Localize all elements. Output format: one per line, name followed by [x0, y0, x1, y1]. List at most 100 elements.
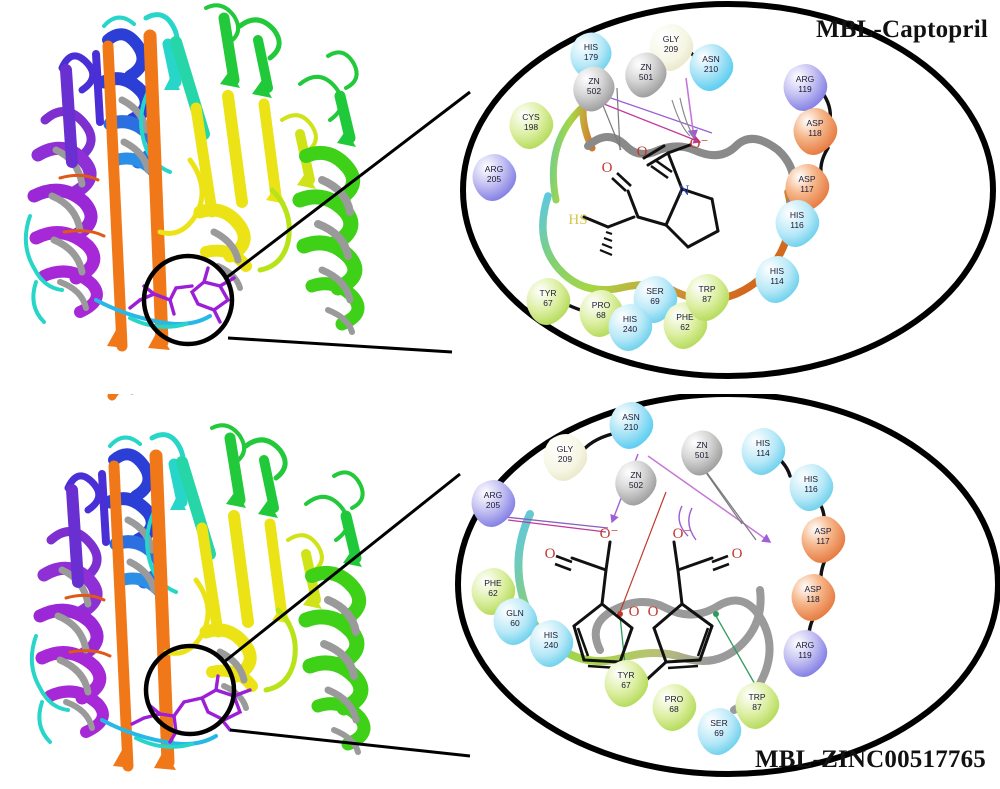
svg-text:198: 198	[524, 122, 538, 132]
solvent-exposure-contour-top	[584, 133, 798, 210]
residue-badge-arg205[interactable]: ARG 205	[472, 153, 517, 202]
svg-text:HIS: HIS	[804, 474, 819, 484]
atom-label-n1: N	[679, 183, 690, 199]
svg-text:ASN: ASN	[622, 412, 639, 422]
interaction-lines-top	[599, 77, 713, 151]
svg-text:116: 116	[804, 484, 818, 494]
svg-text:62: 62	[488, 588, 498, 598]
svg-text:60: 60	[510, 618, 520, 628]
svg-text:HIS: HIS	[544, 630, 559, 640]
residue-badge-his116-bottom[interactable]: HIS 116	[789, 463, 834, 512]
atom-label-o6-bottom: O	[732, 546, 743, 562]
zoom-ellipse-bottom	[455, 394, 1000, 777]
svg-text:240: 240	[544, 640, 558, 650]
interaction-diagram-top: O O⁻ O N HS HIS 179	[460, 1, 996, 379]
atom-label-o2-bottom: O	[545, 546, 556, 562]
residue-badge-his116[interactable]: HIS 116	[775, 199, 820, 248]
svg-text:ASN: ASN	[702, 54, 719, 64]
svg-text:TRP: TRP	[699, 284, 716, 294]
residue-badges-top: HIS 179 GLY 209 ASN 210 ZN 501	[472, 23, 838, 352]
svg-text:119: 119	[798, 650, 812, 660]
residue-badge-gly209[interactable]: GLY 209	[649, 23, 694, 72]
panel-title-bottom: MBL-ZINC00517765	[755, 746, 986, 773]
svg-text:205: 205	[487, 174, 501, 184]
residue-badge-zn502-bottom[interactable]: ZN 502	[615, 460, 657, 506]
residue-badge-gln60-bottom[interactable]: GLN 60	[493, 597, 538, 646]
residue-badge-trp87[interactable]: TRP 87	[685, 273, 730, 322]
svg-text:116: 116	[790, 220, 804, 230]
residue-badge-his240-bottom[interactable]: HIS 240	[529, 619, 574, 668]
svg-text:CYS: CYS	[522, 112, 540, 122]
svg-text:PHE: PHE	[484, 578, 502, 588]
svg-text:87: 87	[702, 294, 712, 304]
svg-text:119: 119	[798, 84, 812, 94]
atom-label-o1: O	[637, 144, 648, 160]
residue-badge-asp117-bottom[interactable]: ASP 117	[801, 515, 846, 564]
residue-badge-zn501[interactable]: ZN 501	[625, 52, 667, 98]
interaction-diagram-bottom: O⁻ O O O O⁻ O ASN 210	[455, 394, 1000, 777]
svg-text:210: 210	[704, 64, 718, 74]
svg-text:GLN: GLN	[506, 608, 523, 618]
svg-text:ARG: ARG	[796, 640, 814, 650]
residue-badge-zn502[interactable]: ZN 502	[573, 66, 615, 112]
residue-badge-tyr67-bottom[interactable]: TYR 67	[604, 659, 649, 708]
residue-badge-zn501-bottom[interactable]: ZN 501	[681, 430, 723, 476]
svg-text:67: 67	[543, 298, 553, 308]
svg-text:114: 114	[756, 448, 770, 458]
svg-text:62: 62	[680, 322, 690, 332]
residue-badge-his114-bottom[interactable]: HIS 114	[741, 427, 786, 476]
svg-text:209: 209	[558, 454, 572, 464]
atom-label-o5-bottom: O⁻	[673, 526, 692, 542]
residue-badge-trp87-bottom[interactable]: TRP 87	[735, 681, 780, 730]
residue-badge-tyr67[interactable]: TYR 67	[526, 277, 571, 326]
residue-badge-gly209-bottom[interactable]: GLY 209	[543, 433, 588, 482]
residue-badge-arg119[interactable]: ARG 119	[783, 63, 828, 112]
residue-badge-ser69-bottom[interactable]: SER 69	[697, 707, 742, 756]
svg-text:ZN: ZN	[696, 440, 707, 450]
residue-badge-arg119-bottom[interactable]: ARG 119	[783, 629, 828, 678]
svg-text:PRO: PRO	[665, 694, 684, 704]
residue-badge-asn210-bottom[interactable]: ASN 210	[609, 401, 654, 450]
svg-text:ARG: ARG	[484, 490, 502, 500]
svg-text:HIS: HIS	[790, 210, 805, 220]
svg-text:TYR: TYR	[540, 288, 557, 298]
atom-label-hs: HS	[568, 212, 587, 228]
residue-badge-arg205-bottom[interactable]: ARG 205	[471, 479, 516, 528]
svg-text:TRP: TRP	[749, 692, 766, 702]
svg-text:ASP: ASP	[798, 174, 815, 184]
atom-label-o1-bottom: O⁻	[600, 526, 619, 542]
svg-text:210: 210	[624, 422, 638, 432]
residue-badge-asn210[interactable]: ASN 210	[689, 43, 734, 92]
svg-text:502: 502	[629, 480, 643, 490]
svg-text:ZN: ZN	[588, 76, 599, 86]
svg-text:ASP: ASP	[804, 584, 821, 594]
double-bonds-bottom	[554, 554, 730, 670]
svg-text:68: 68	[669, 704, 679, 714]
residue-badge-asp117[interactable]: ASP 117	[785, 163, 830, 212]
residue-badge-his179[interactable]: HIS 179	[570, 32, 612, 78]
svg-text:ASP: ASP	[814, 526, 831, 536]
residue-badge-his114[interactable]: HIS 114	[755, 255, 800, 304]
residue-badge-asp118[interactable]: ASP 118	[793, 107, 838, 156]
solvent-exposure-contour-bottom	[591, 596, 774, 714]
residue-badge-asp118-bottom[interactable]: ASP 118	[791, 573, 836, 622]
svg-text:ZN: ZN	[640, 62, 651, 72]
svg-text:SER: SER	[710, 718, 727, 728]
svg-text:117: 117	[816, 536, 830, 546]
atom-label-o2: O⁻	[690, 136, 709, 152]
protein-structure-bottom	[0, 394, 471, 788]
svg-text:GLY: GLY	[663, 34, 680, 44]
svg-text:TYR: TYR	[618, 670, 635, 680]
residue-badge-pro68-bottom[interactable]: PRO 68	[652, 683, 697, 732]
svg-text:PHE: PHE	[676, 312, 694, 322]
svg-text:501: 501	[639, 72, 653, 82]
svg-text:GLY: GLY	[557, 444, 574, 454]
svg-text:HIS: HIS	[770, 266, 785, 276]
svg-text:ZN: ZN	[630, 470, 641, 480]
svg-text:205: 205	[486, 500, 500, 510]
residue-badges-bottom: ASN 210 GLY 209 ZN 501 ZN 502	[471, 401, 846, 756]
svg-text:69: 69	[714, 728, 724, 738]
svg-text:ASP: ASP	[806, 118, 823, 128]
residue-badge-his240[interactable]: HIS 240	[608, 303, 653, 352]
residue-badge-cys198[interactable]: CYS 198	[509, 101, 554, 150]
